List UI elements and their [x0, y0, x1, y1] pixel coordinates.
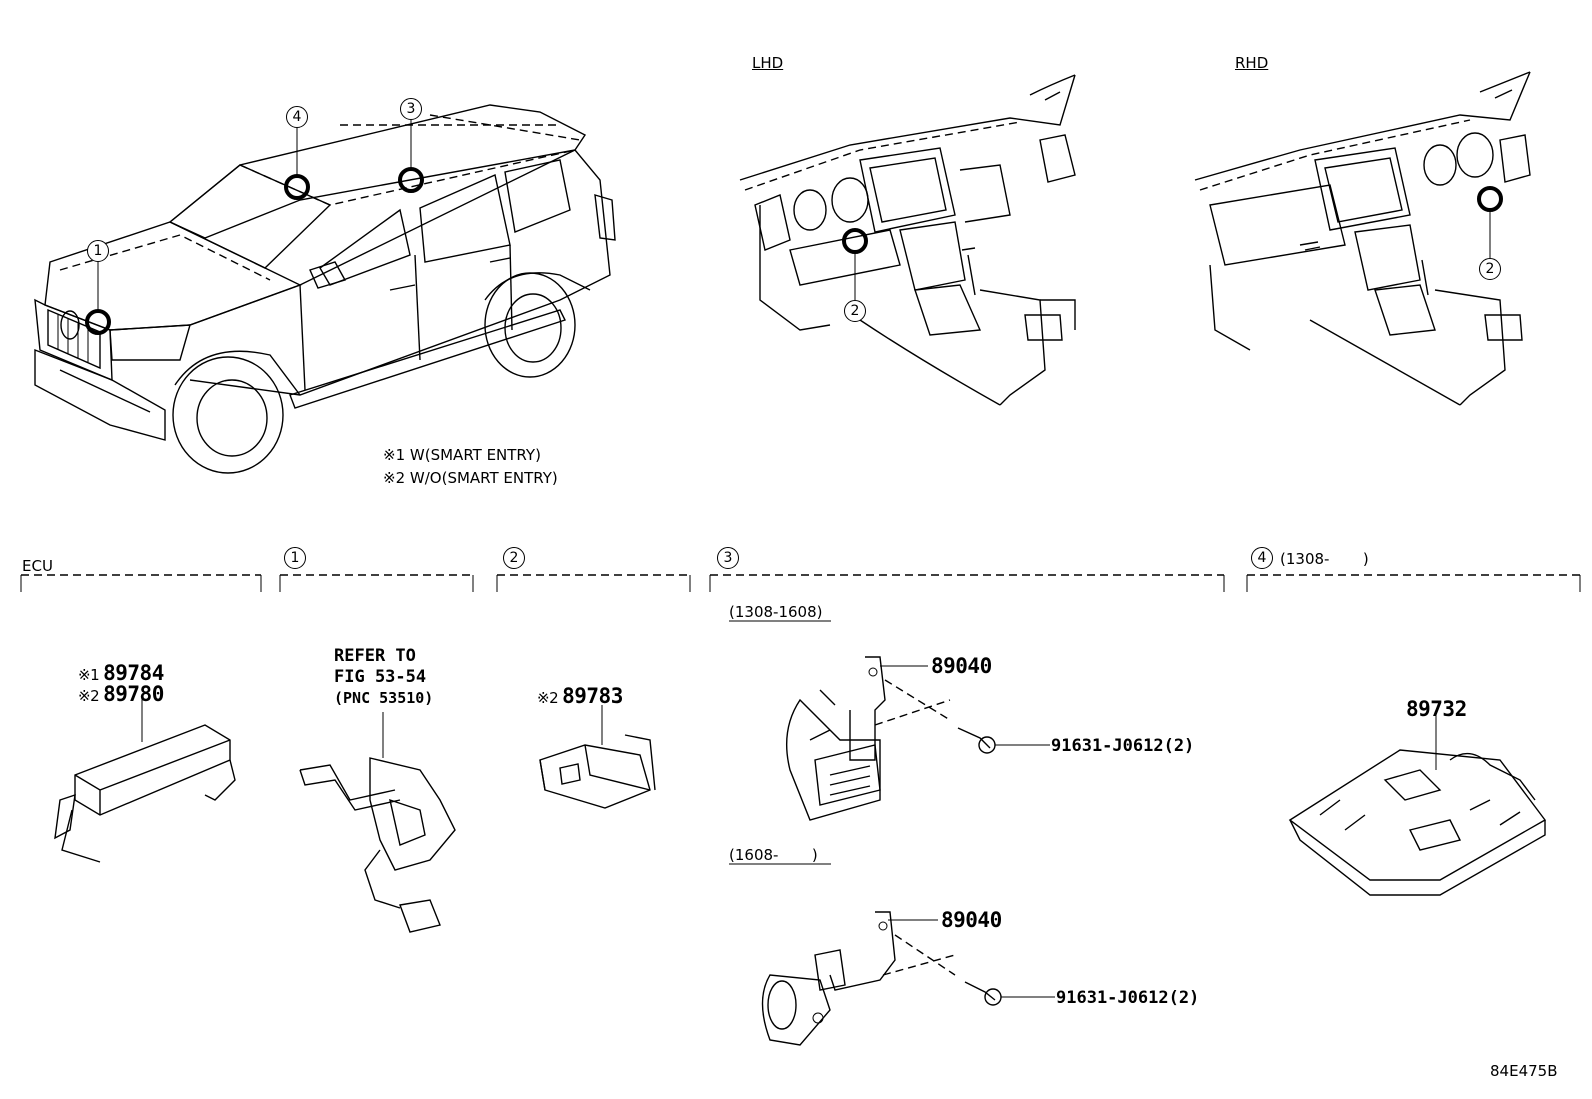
note-mark: ※2 — [383, 469, 406, 487]
refer-line-1: REFER TO — [334, 646, 416, 666]
part-mark: ※2 — [537, 689, 559, 707]
refer-line-3: (PNC 53510) — [334, 689, 434, 707]
note-mark: ※1 — [383, 446, 406, 464]
lhd-label: LHD — [752, 54, 784, 72]
variant-2-bracket-number: 89040 — [941, 908, 1002, 932]
section-brackets — [20, 574, 1581, 865]
sensor-illustration — [539, 705, 656, 809]
note-smart-entry: ※1 W(SMART ENTRY) — [383, 446, 541, 464]
section-header-1: 1 — [284, 547, 306, 569]
variant-2-bolt-number: 91631-J0612(2) — [1056, 988, 1200, 1008]
variant-2-range: (1608- ) — [729, 846, 818, 864]
lhd-dashboard-illustration — [739, 74, 1076, 406]
figure-code: 84E475B — [1490, 1062, 1558, 1080]
note-text: W(SMART ENTRY) — [409, 446, 541, 464]
variant-1-bracket-number: 89040 — [931, 654, 992, 678]
section-header-3: 3 — [717, 547, 739, 569]
section-header-2: 2 — [503, 547, 525, 569]
part-number: 89780 — [103, 682, 164, 706]
bracket-illustration-1 — [785, 656, 1050, 821]
note-no-smart-entry: ※2 W/O(SMART ENTRY) — [383, 469, 558, 487]
rhd-label: RHD — [1235, 54, 1269, 72]
console-illustration — [1288, 712, 1547, 896]
console-part-89732: 89732 — [1406, 697, 1467, 721]
section-header-4: 4 — [1251, 547, 1273, 569]
lhd-callout-2: 2 — [844, 300, 866, 322]
part-number: 89783 — [562, 684, 623, 708]
latch-illustration — [299, 712, 456, 933]
refer-line-2: FIG 53-54 — [334, 667, 427, 687]
vehicle-callout-4: 4 — [286, 106, 308, 128]
part-mark: ※2 — [78, 687, 100, 705]
rhd-callout-2: 2 — [1479, 258, 1501, 280]
section-header-ecu: ECU — [22, 557, 53, 575]
vehicle-illustration — [34, 104, 616, 474]
variant-1-bolt-number: 91631-J0612(2) — [1051, 736, 1195, 756]
bracket-illustration-2 — [761, 911, 1055, 1046]
vehicle-callout-1: 1 — [87, 240, 109, 262]
vehicle-callout-3: 3 — [400, 98, 422, 120]
note-text: W/O(SMART ENTRY) — [409, 469, 558, 487]
variant-1-range: (1308-1608) — [729, 603, 823, 621]
section-4-range: (1308- ) — [1280, 550, 1369, 568]
rhd-dashboard-illustration — [1194, 71, 1531, 406]
part-mark: ※1 — [78, 666, 100, 684]
part-number: 89784 — [103, 661, 164, 685]
ecu-illustration — [54, 698, 236, 863]
